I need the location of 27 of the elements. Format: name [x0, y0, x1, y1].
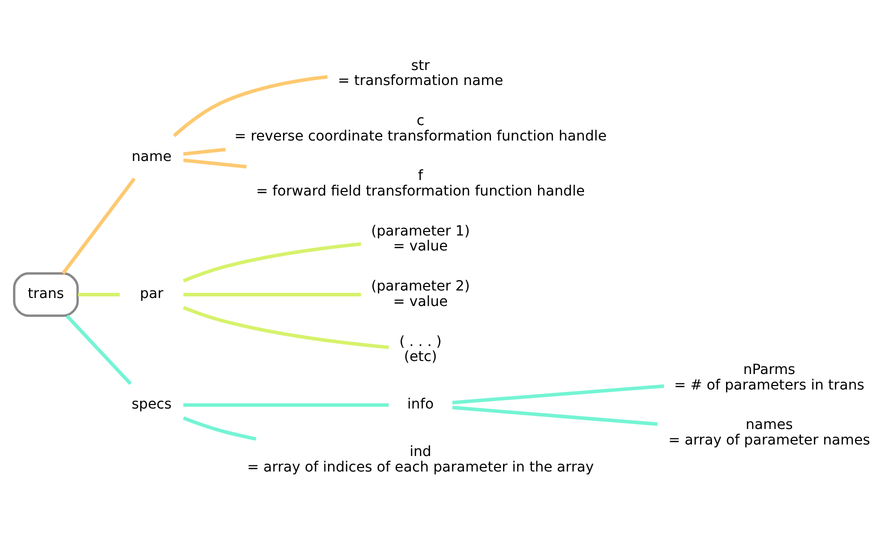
- connector: [182, 292, 361, 296]
- node-text: (parameter 1) = value: [370, 222, 470, 254]
- node-box: trans: [12, 272, 78, 316]
- connector: [452, 405, 658, 426]
- connector: [61, 177, 136, 274]
- node-text: str = transformation name: [337, 57, 503, 89]
- connector: [78, 292, 120, 296]
- connector: [65, 314, 132, 384]
- node-text: (parameter 2) = value: [370, 278, 470, 310]
- node-text: c = reverse coordinate transformation function handle: [234, 112, 606, 144]
- connector: [182, 158, 246, 168]
- connector: [182, 242, 361, 282]
- node-text: name: [131, 148, 172, 164]
- connector: [452, 384, 664, 404]
- node-text: info: [406, 396, 434, 412]
- connector: [182, 147, 226, 156]
- node-text: ( . . . ) (etc): [398, 333, 442, 365]
- connector: [182, 402, 388, 406]
- node-text: names = array of parameter names: [668, 416, 870, 448]
- node-text: specs: [131, 396, 172, 412]
- connector: [182, 305, 388, 349]
- node-text: f = forward field transformation function handle: [256, 168, 584, 199]
- connector: [182, 416, 256, 440]
- connector: [172, 74, 328, 137]
- node-text: nParms = # of parameters in trans: [674, 361, 864, 393]
- node-text: par: [139, 286, 163, 302]
- node-text: ind = array of indices of each parameter in the array: [246, 444, 594, 475]
